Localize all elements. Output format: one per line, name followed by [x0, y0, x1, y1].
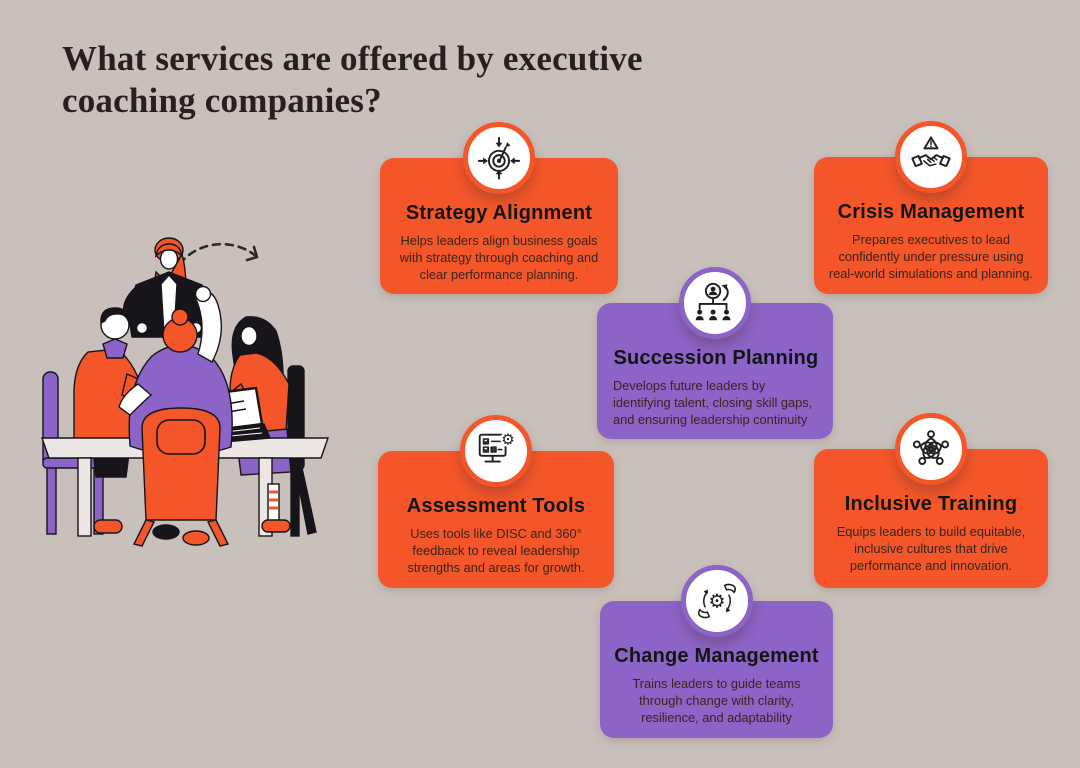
card-title: Change Management	[614, 645, 819, 667]
card-title: Inclusive Training	[844, 493, 1018, 515]
card-body: Trains leaders to guide teams through ch…	[632, 676, 801, 726]
card-title: Assessment Tools	[406, 495, 586, 517]
card-change-management: ⚙ Change Management Trains leaders to gu…	[600, 565, 833, 738]
team-meeting-illustration	[41, 237, 329, 547]
card-body: Prepares executives to lead confidently …	[828, 232, 1034, 282]
card-title: Crisis Management	[837, 201, 1025, 223]
target-arrows-icon	[463, 122, 535, 194]
card-crisis-management: Crisis Management Prepares executives to…	[814, 121, 1048, 294]
card-title: Succession Planning	[613, 347, 819, 369]
feet	[93, 483, 291, 534]
card-assessment-tools: ⚙ Assessment Tools Uses tools like DISC …	[378, 415, 614, 588]
card-body: Helps leaders align business goals with …	[399, 233, 599, 283]
orange-chair	[132, 407, 230, 547]
checklist-monitor-icon: ⚙	[460, 415, 532, 487]
page-title: What services are offered by executive c…	[62, 39, 643, 120]
people-circle-icon	[895, 413, 967, 485]
svg-text:⚙: ⚙	[501, 430, 515, 448]
card-body: Uses tools like DISC and 360° feedback t…	[407, 526, 585, 576]
card-succession-planning: Succession Planning Develops future lead…	[597, 267, 833, 439]
org-chart-icon	[679, 267, 751, 339]
card-inclusive-training: Inclusive Training Equips leaders to bui…	[814, 413, 1048, 588]
handshake-alert-icon	[895, 121, 967, 193]
card-body: Develops future leaders by identifying t…	[613, 378, 813, 428]
svg-text:⚙: ⚙	[708, 590, 725, 613]
hands-gear-icon: ⚙	[680, 565, 753, 637]
card-title: Strategy Alignment	[405, 202, 593, 224]
card-strategy-alignment: Strategy Alignment Helps leaders align b…	[380, 122, 618, 294]
dashed-arrow	[178, 243, 259, 266]
card-body: Equips leaders to build equitable, inclu…	[836, 524, 1026, 574]
